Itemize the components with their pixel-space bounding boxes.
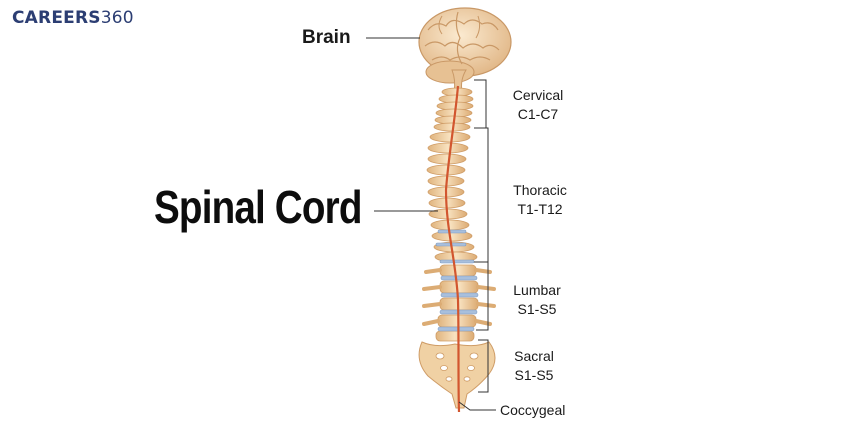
careers360-logo: CAREERS360 — [12, 8, 134, 28]
brain-graphic — [418, 7, 512, 93]
vertebral-column — [418, 85, 496, 413]
thoracic-range: T1-T12 — [517, 201, 563, 217]
logo-number: 360 — [100, 8, 134, 28]
lumbar-name: Lumbar — [513, 282, 561, 298]
sacrum-graphic — [418, 341, 496, 409]
lumbar-label: Lumbar S1-S5 — [502, 281, 572, 319]
cervical-name: Cervical — [512, 87, 564, 103]
cervical-label: Cervical C1-C7 — [503, 86, 573, 124]
sacral-bracket — [478, 339, 489, 393]
thoracic-name: Thoracic — [513, 182, 567, 198]
region-brackets — [474, 79, 489, 393]
brain-label: Brain — [302, 27, 351, 48]
spinal-cord-line — [444, 85, 461, 413]
logo-text: CAREERS — [12, 8, 101, 28]
lumbar-bracket — [476, 261, 489, 331]
spinal-cord-label: Spinal Cord — [154, 181, 362, 233]
sacral-range: S1-S5 — [514, 367, 554, 383]
cervical-range: C1-C7 — [517, 106, 559, 122]
sacral-name: Sacral — [514, 348, 554, 364]
coccygeal-leader-line — [458, 401, 496, 411]
thoracic-label: Thoracic T1-T12 — [500, 181, 580, 219]
lumbar-range: S1-S5 — [517, 301, 557, 317]
thoracic-bracket — [474, 127, 489, 263]
cervical-bracket — [474, 79, 487, 129]
sacral-label: Sacral S1-S5 — [502, 347, 566, 385]
coccygeal-label: Coccygeal — [500, 402, 566, 418]
